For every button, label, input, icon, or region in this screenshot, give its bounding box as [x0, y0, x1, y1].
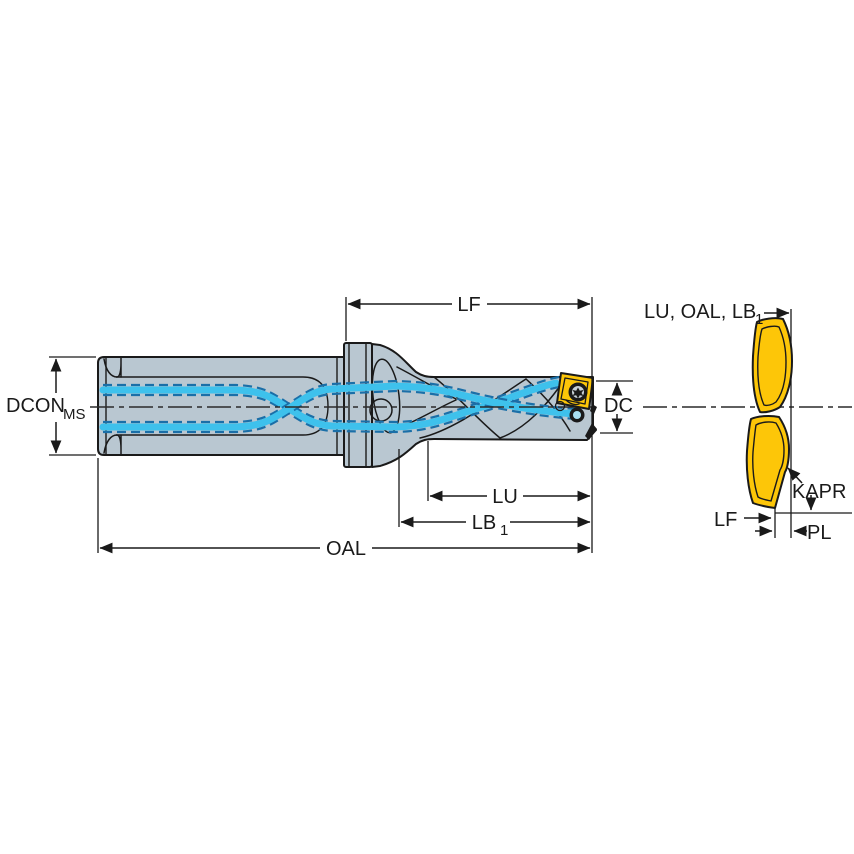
helix-curve	[525, 378, 571, 432]
dimension-lf: LF	[347, 294, 591, 316]
corner-chamfer-mark	[585, 423, 597, 440]
coolant1-lower-dash	[103, 385, 560, 434]
dimensions: LF DCON MS DC LU	[6, 294, 633, 560]
coolant2-lower-dash	[103, 389, 577, 434]
detail-ref-subscript: 1	[755, 311, 763, 328]
lb1-label: LB	[472, 512, 496, 534]
coolant1-upper-dash	[103, 375, 560, 424]
coolant-channels	[99, 375, 578, 434]
upper-insert-inner-line	[757, 325, 787, 407]
dimension-lb1: LB 1	[400, 512, 591, 539]
coolant-hole	[569, 407, 585, 423]
dimension-dcon: DCON MS	[6, 358, 86, 454]
lf-label: LF	[457, 294, 480, 316]
lower-insert-outline	[745, 414, 790, 509]
detail-upper-insert	[751, 317, 793, 414]
coolant2-core	[99, 382, 578, 431]
dimension-dc: DC	[604, 382, 633, 432]
flange-body	[343, 342, 373, 468]
flute-helix-curves	[419, 376, 571, 439]
clamp-detail	[554, 400, 566, 412]
detail-view: LU, OAL, LB 1 KAPR LF PL	[643, 301, 852, 544]
helix-curve	[499, 385, 561, 439]
dimension-oal: OAL	[99, 538, 591, 560]
detail-lf-label: LF	[714, 509, 737, 531]
dcon-subscript: MS	[63, 406, 86, 423]
oal-label: OAL	[326, 538, 366, 560]
detail-ref-label: LU, OAL, LB	[644, 301, 756, 323]
dimension-lu: LU	[429, 486, 591, 508]
helix-curve	[419, 378, 527, 439]
coolant2-upper-dash	[103, 379, 577, 424]
lu-label: LU	[492, 486, 518, 508]
insert-inner-line	[560, 377, 589, 405]
lower-insert-inner-line	[752, 421, 785, 502]
lb1-subscript: 1	[500, 522, 508, 539]
tip-insert	[554, 372, 594, 412]
shank	[97, 356, 345, 456]
shank-body	[97, 356, 345, 456]
coolant-hole-center	[573, 411, 581, 419]
kapr-label: KAPR	[792, 481, 846, 503]
coolant-chamber-outline	[116, 376, 329, 436]
kapr-leader-arrow	[787, 467, 803, 484]
clamp-curve	[565, 399, 580, 406]
detail-annotations: LU, OAL, LB 1 KAPR LF PL	[644, 301, 846, 544]
pl-label: PL	[807, 522, 831, 544]
dcon-label: DCON	[6, 395, 65, 417]
dc-label: DC	[604, 395, 633, 417]
main-view: LF DCON MS DC LU	[6, 294, 633, 560]
torx-star	[572, 387, 584, 399]
flange	[343, 342, 373, 468]
detail-lower-insert	[745, 414, 790, 509]
